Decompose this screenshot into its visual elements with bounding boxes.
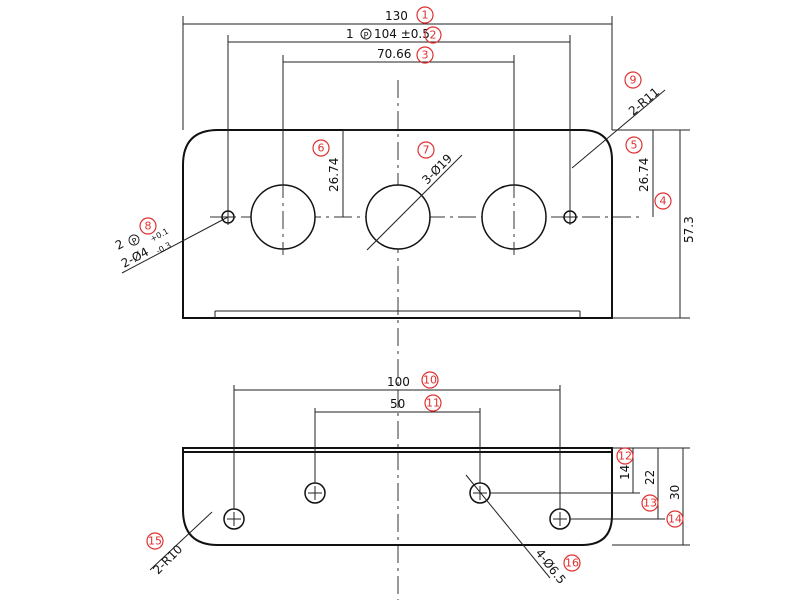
callout-7: 7	[417, 141, 435, 159]
dim-large-holes: 3-Ø19	[419, 151, 455, 187]
dim-hole-spacing: 104 ±0.5	[374, 27, 430, 41]
callout-1: 1	[416, 6, 434, 24]
callout-3: 3	[416, 46, 434, 64]
dim-outer-hole-spacing: 70.66	[377, 47, 411, 61]
svg-text:3: 3	[422, 49, 429, 62]
callout-5: 5	[625, 136, 643, 154]
dim-height-left: 26.74	[327, 158, 341, 192]
dim-small-holes-prefix: 2	[113, 237, 126, 253]
svg-text:2: 2	[430, 29, 437, 42]
bottom-view-outline	[182, 447, 613, 546]
dim-corner-radius-top: 2-R11	[626, 85, 662, 119]
svg-text:P: P	[364, 31, 369, 40]
large-hole-center	[365, 184, 431, 250]
svg-text:10: 10	[423, 374, 437, 387]
dim-hole-pitch-wide: 100	[387, 375, 410, 389]
callout-8: 8	[139, 217, 157, 235]
control-symbol-icon: P	[360, 28, 372, 40]
svg-text:4: 4	[660, 195, 667, 208]
callouts: 1 2 3 4 5 6 7 8 9 10 11 12 13 14 15 16	[139, 6, 684, 572]
dim-height-right: 26.74	[637, 158, 651, 192]
callout-12: 12	[616, 447, 634, 465]
control-symbol-icon: P	[128, 234, 140, 246]
dim-offset-14: 14	[618, 465, 632, 480]
svg-text:9: 9	[630, 74, 637, 87]
svg-text:7: 7	[423, 144, 430, 157]
svg-text:11: 11	[426, 397, 440, 410]
callout-16: 16	[563, 554, 581, 572]
svg-text:P: P	[130, 236, 139, 246]
callout-9: 9	[624, 71, 642, 89]
dim-mount-holes: 4-Ø6.5	[533, 546, 569, 587]
svg-text:16: 16	[565, 557, 579, 570]
callout-10: 10	[421, 371, 439, 389]
dim-overall-height: 57.3	[682, 216, 696, 243]
callout-13: 13	[641, 494, 659, 512]
svg-text:5: 5	[631, 139, 638, 152]
dim-hole-spacing-prefix: 1	[346, 27, 354, 41]
leader-r10	[149, 511, 213, 571]
svg-text:8: 8	[145, 220, 152, 233]
svg-text:1: 1	[422, 9, 429, 22]
svg-text:14: 14	[668, 513, 682, 526]
dim-hole-pitch-narrow: 50	[390, 397, 405, 411]
callout-11: 11	[424, 394, 442, 412]
leader-r11	[571, 89, 666, 169]
svg-text:6: 6	[318, 142, 325, 155]
svg-text:12: 12	[618, 450, 632, 463]
dim-height-30: 30	[668, 485, 682, 500]
dim-small-holes-tol-lower: -0.3	[155, 240, 173, 255]
callout-2: 2	[424, 26, 442, 44]
callout-15: 15	[146, 532, 164, 550]
callout-14: 14	[666, 510, 684, 528]
leader-phi4	[121, 216, 229, 274]
svg-text:13: 13	[643, 497, 657, 510]
dim-overall-width: 130	[385, 9, 408, 23]
svg-text:15: 15	[148, 535, 162, 548]
dim-offset-22: 22	[643, 470, 657, 485]
top-view: 130 1 P 104 ±0.5 70.66 26.74 26.74 57.3 …	[113, 9, 696, 319]
leader-phi6-5	[465, 474, 551, 579]
callout-4: 4	[654, 192, 672, 210]
bottom-view: 100 50 14 22 30 2-R10 4-Ø6.5	[149, 375, 690, 587]
mount-hole-crosses	[227, 486, 567, 526]
leader-phi19	[366, 154, 463, 251]
callout-6: 6	[312, 139, 330, 157]
